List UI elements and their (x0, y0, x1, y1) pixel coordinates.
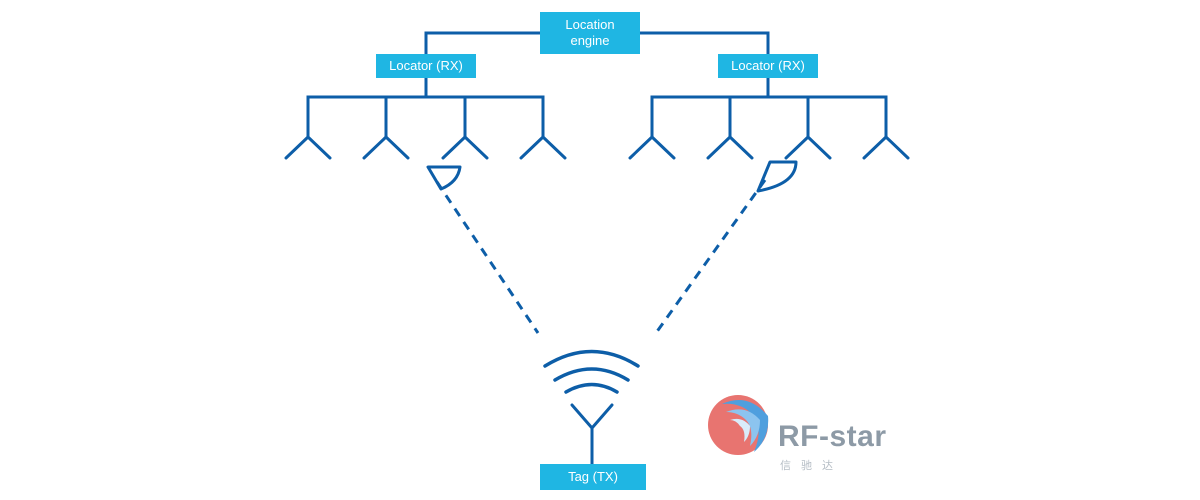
antenna-icon (362, 95, 410, 160)
antenna-icon (628, 95, 676, 160)
tag-box: Tag (TX) (540, 464, 646, 490)
engine-to-right-locator-line (638, 31, 770, 56)
antenna-icon (441, 95, 489, 160)
left-signal-path (435, 181, 540, 334)
left-antenna-array (284, 95, 567, 160)
rf-star-logo-icon (708, 395, 769, 455)
antenna-icon (706, 95, 754, 160)
signal-waves-icon (543, 349, 640, 394)
antenna-icon (862, 95, 910, 160)
antenna-icon (519, 95, 567, 160)
angle-arc-icon (756, 160, 798, 193)
location-engine-box: Location engine (540, 12, 640, 54)
network-lines (306, 31, 888, 99)
locator-left-box: Locator (RX) (376, 54, 476, 78)
locator-right-box: Locator (RX) (718, 54, 818, 78)
angle-arc-icon (426, 165, 462, 191)
tag-antenna-icon (570, 403, 614, 466)
antenna-icon (284, 95, 332, 160)
antenna-icon (784, 95, 832, 160)
signal-paths (435, 179, 767, 334)
right-antenna-array (628, 95, 910, 160)
right-signal-path (654, 179, 767, 334)
engine-to-left-locator-line (424, 31, 542, 56)
angle-arcs (426, 160, 798, 193)
logo-name: RF-star (778, 420, 887, 453)
logo-subtitle: 信驰达 (780, 459, 843, 472)
